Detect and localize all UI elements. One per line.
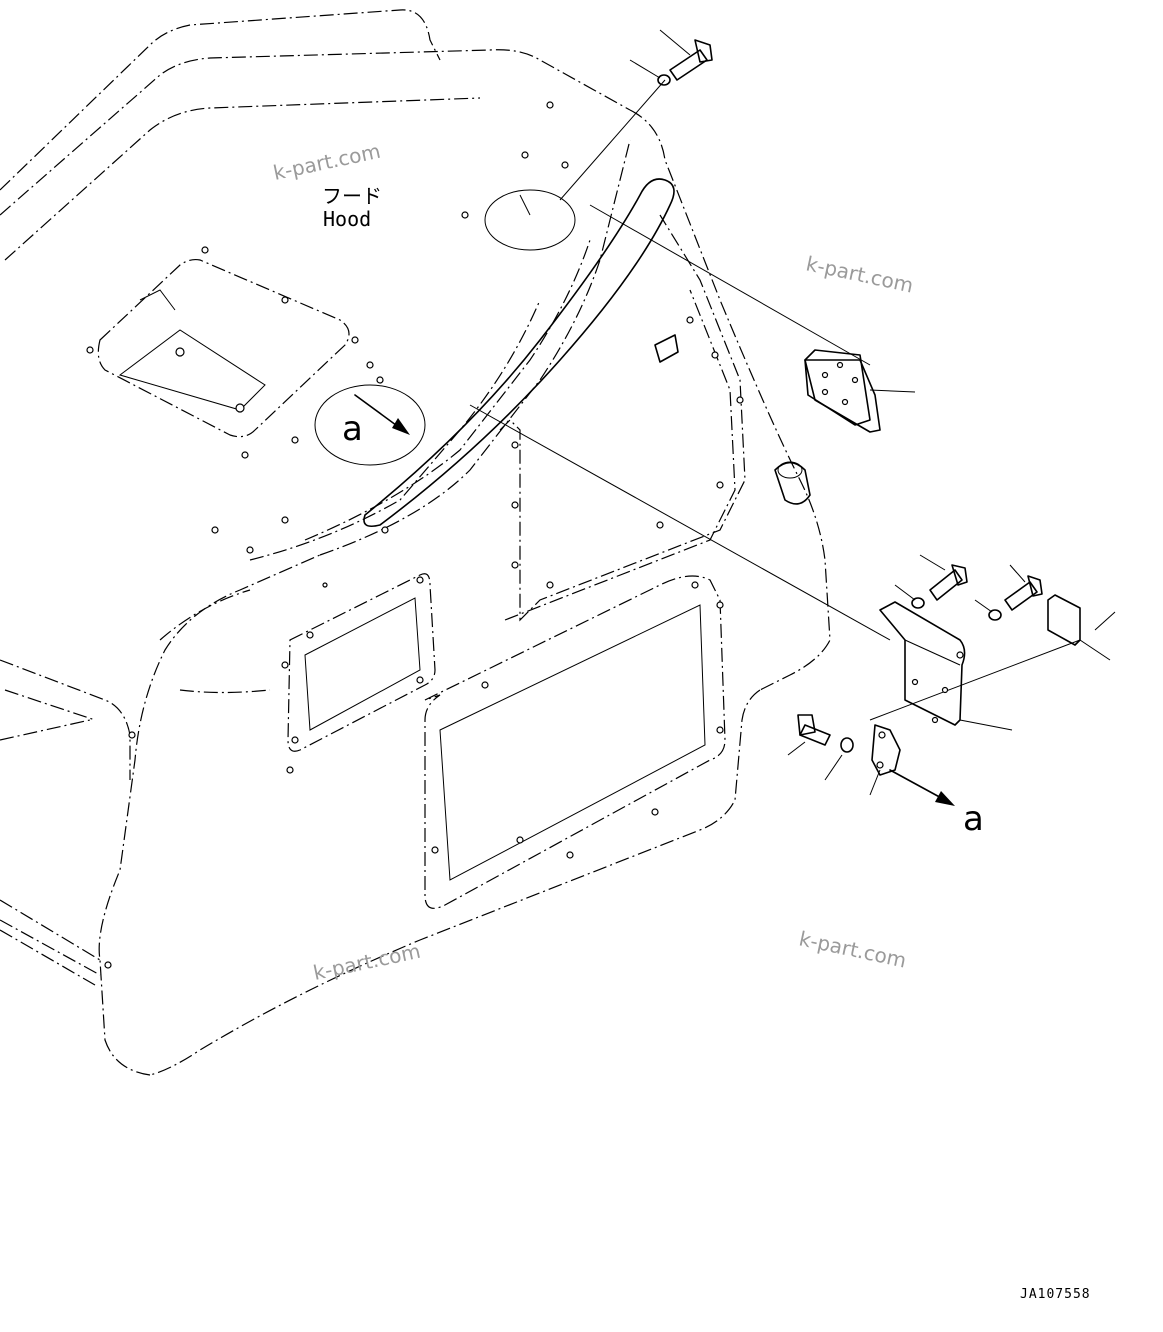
cover-plate: [1047, 594, 1081, 646]
bolt-top: [629, 29, 713, 86]
view-marker-a-start: a: [342, 409, 363, 449]
part-label-jp: フード: [322, 184, 382, 208]
leader-lines: [469, 79, 1116, 731]
view-marker-a-end: a: [963, 799, 984, 839]
part-label-en: Hood: [323, 207, 371, 231]
watermark-4: k-part.com: [797, 926, 909, 972]
view-arrow-end: [889, 769, 955, 806]
rubber-pad: [804, 349, 881, 433]
drawing-code: JA107558: [1020, 1287, 1091, 1302]
stopper: [869, 724, 901, 796]
bolt-right-2: [974, 564, 1043, 621]
hood-body: [0, 9, 831, 1076]
hood-holes: [86, 101, 744, 969]
bracket: [879, 601, 966, 726]
view-arrow-start: [354, 394, 410, 435]
bolt-lower: [787, 714, 854, 781]
watermark-2: k-part.com: [804, 251, 916, 297]
bolt-right-1: [894, 554, 968, 609]
watermark-1: k-part.com: [271, 139, 383, 185]
watermark-3: k-part.com: [311, 939, 423, 985]
